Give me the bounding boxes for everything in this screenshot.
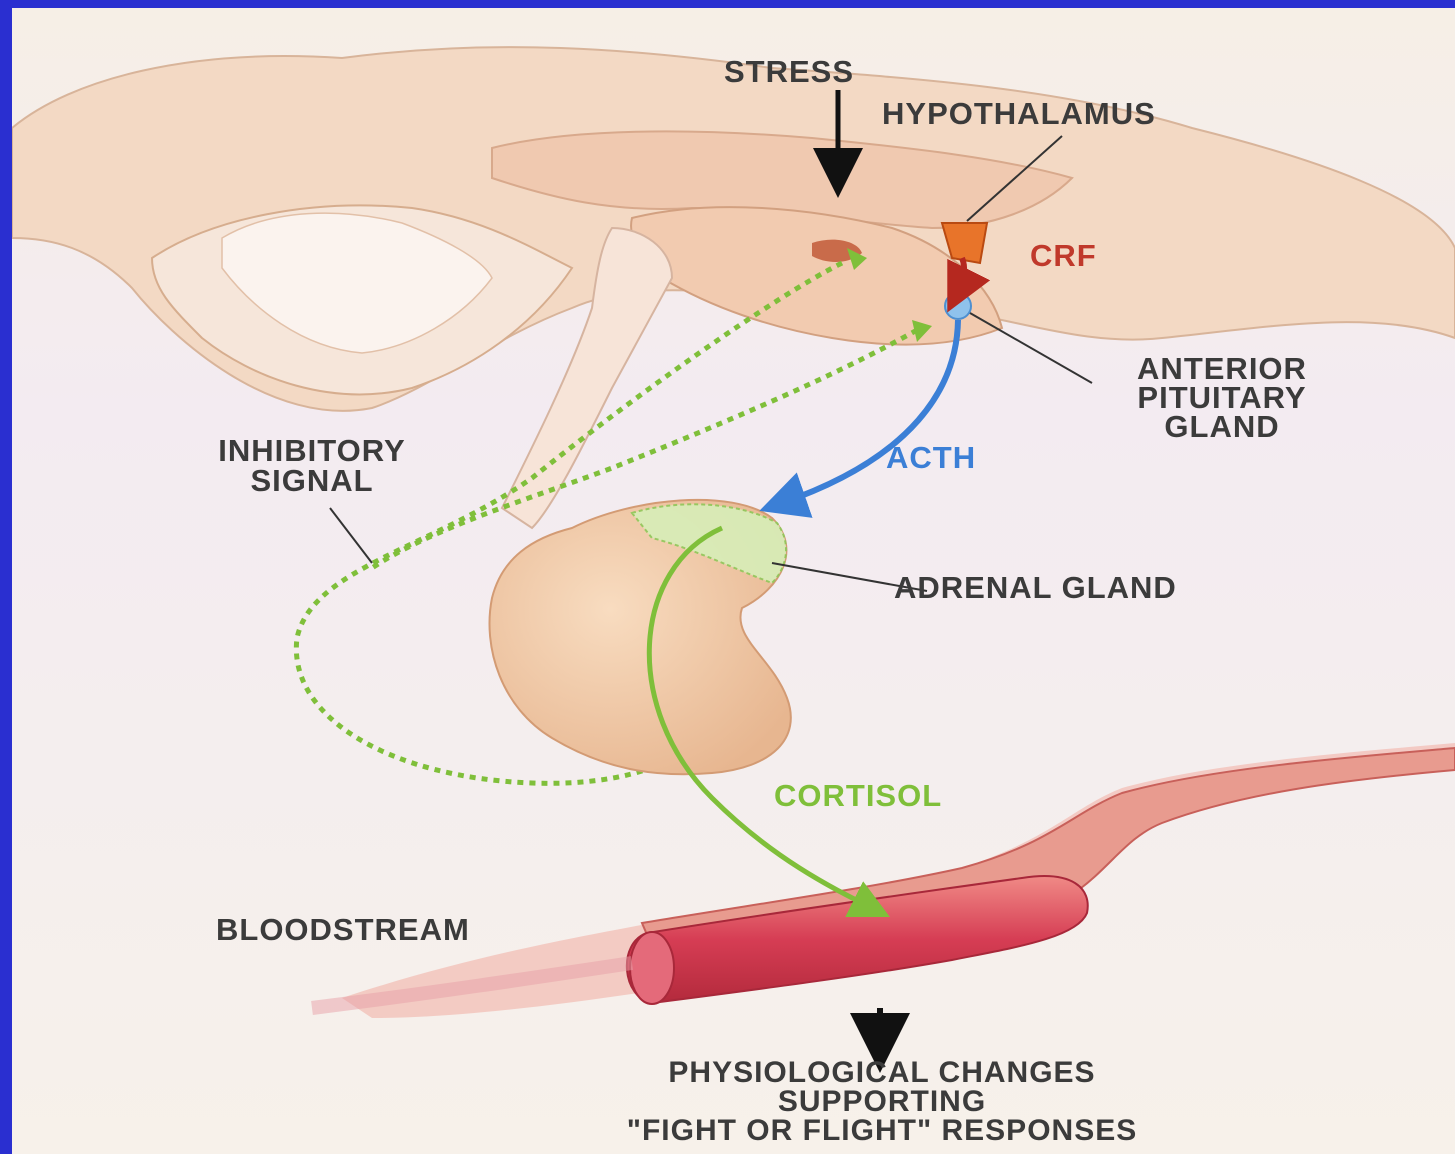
adrenal-gland-illustration (490, 500, 791, 774)
acth-label: ACTH (886, 440, 976, 476)
anterior-pituitary-line-3: GLAND (1062, 412, 1382, 441)
adrenal-gland-label: ADRENAL GLAND (894, 570, 1177, 606)
inhibitory-signal-line-1: INHIBITORY (152, 436, 472, 466)
anterior-pituitary-line-2: PITUITARY (1062, 383, 1382, 412)
outcome-label: PHYSIOLOGICAL CHANGES SUPPORTING "FIGHT … (432, 1058, 1332, 1145)
crf-label: CRF (1030, 238, 1097, 274)
bloodstream-label: BLOODSTREAM (216, 912, 470, 948)
inhibitory-signal-line-2: SIGNAL (152, 466, 472, 496)
outcome-line-1: PHYSIOLOGICAL CHANGES (432, 1058, 1332, 1087)
stress-label: STRESS (724, 54, 854, 90)
hypothalamus-label: HYPOTHALAMUS (882, 96, 1156, 132)
anterior-pituitary-line-1: ANTERIOR (1062, 354, 1382, 383)
anterior-pituitary-label: ANTERIOR PITUITARY GLAND (1062, 354, 1382, 441)
cortisol-label: CORTISOL (774, 778, 942, 814)
hpa-axis-illustration (12, 8, 1455, 1154)
outcome-line-3: "FIGHT OR FLIGHT" RESPONSES (432, 1116, 1332, 1145)
outcome-line-2: SUPPORTING (432, 1087, 1332, 1116)
diagram-canvas: STRESS HYPOTHALAMUS CRF ANTERIOR PITUITA… (12, 8, 1455, 1154)
inhibitory-signal-label: INHIBITORY SIGNAL (152, 436, 472, 496)
